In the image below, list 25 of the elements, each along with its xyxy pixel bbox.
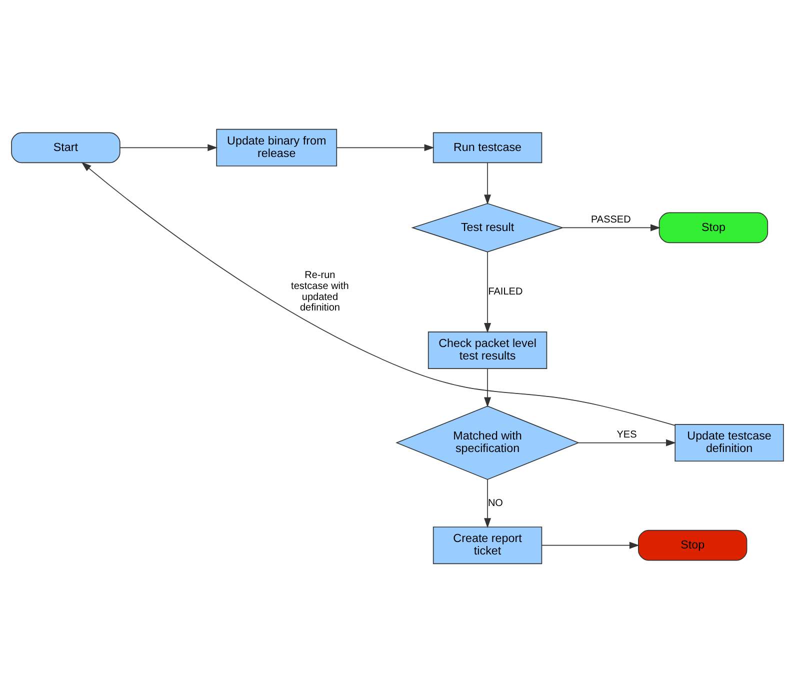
edge-label: YES [616,429,637,440]
arrow [120,144,218,152]
arrow [578,439,676,446]
edge-label: PASSED [590,214,631,226]
node-diamond: Test result [411,203,564,252]
edge-label: Re-run testcase with updated definition [291,270,349,314]
node-box: Run testcase [432,132,542,164]
arrow [562,224,661,232]
node-box: Stop [658,212,768,244]
node-box: Create report ticket [432,526,542,564]
node-box: Start [11,132,120,164]
arrow [484,368,492,408]
arrow [484,162,492,205]
edge-label: FAILED [488,286,523,298]
node-box: Check packet level test results [428,332,548,369]
arrow [484,479,492,528]
node-box: Stop [638,530,748,561]
arrow [484,252,492,334]
arrow [81,162,676,426]
arrow [542,542,640,549]
arrow [336,144,434,152]
node-box: Update testcase definition [674,424,784,462]
edge-label: NO [488,498,503,509]
node-box: Update binary from release [216,128,338,166]
node-diamond: Matched with specification [396,406,580,480]
